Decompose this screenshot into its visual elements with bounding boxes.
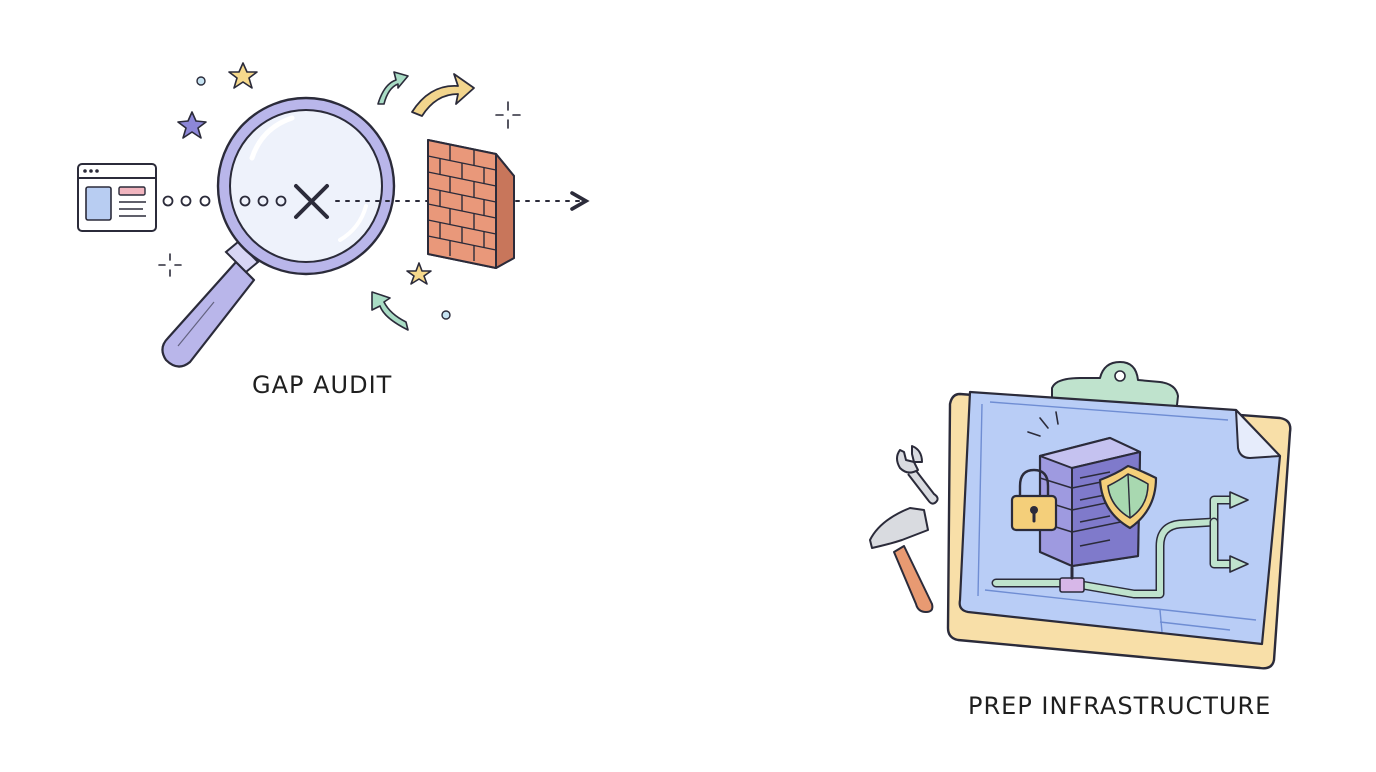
browser-window-icon xyxy=(77,163,157,232)
sparkle-icon xyxy=(495,101,521,129)
x-mark-icon xyxy=(294,184,329,219)
curved-arrow-icon xyxy=(377,71,409,105)
padlock-icon xyxy=(1010,468,1058,532)
star-icon xyxy=(406,262,432,285)
prep-infrastructure-illustration xyxy=(869,361,1292,670)
star-icon xyxy=(177,111,207,139)
wrench-icon xyxy=(896,445,939,505)
hammer-icon xyxy=(869,507,934,613)
shield-icon xyxy=(1098,464,1158,530)
curved-arrow-icon xyxy=(411,73,475,117)
lens-dotted-path xyxy=(239,195,287,207)
gap-audit-illustration xyxy=(77,62,590,368)
sparkle-icon xyxy=(158,253,182,277)
magnifier-icon xyxy=(161,96,396,368)
pipe-icon xyxy=(991,491,1249,599)
curved-arrow-icon xyxy=(371,291,409,331)
decorative-marks xyxy=(158,62,521,331)
star-icon xyxy=(228,62,258,89)
brick-wall-icon xyxy=(427,139,515,269)
step-label-gap-audit: GAP AUDIT xyxy=(252,371,393,399)
step-label-prep-infrastructure: PREP INFRASTRUCTURE xyxy=(968,692,1272,720)
